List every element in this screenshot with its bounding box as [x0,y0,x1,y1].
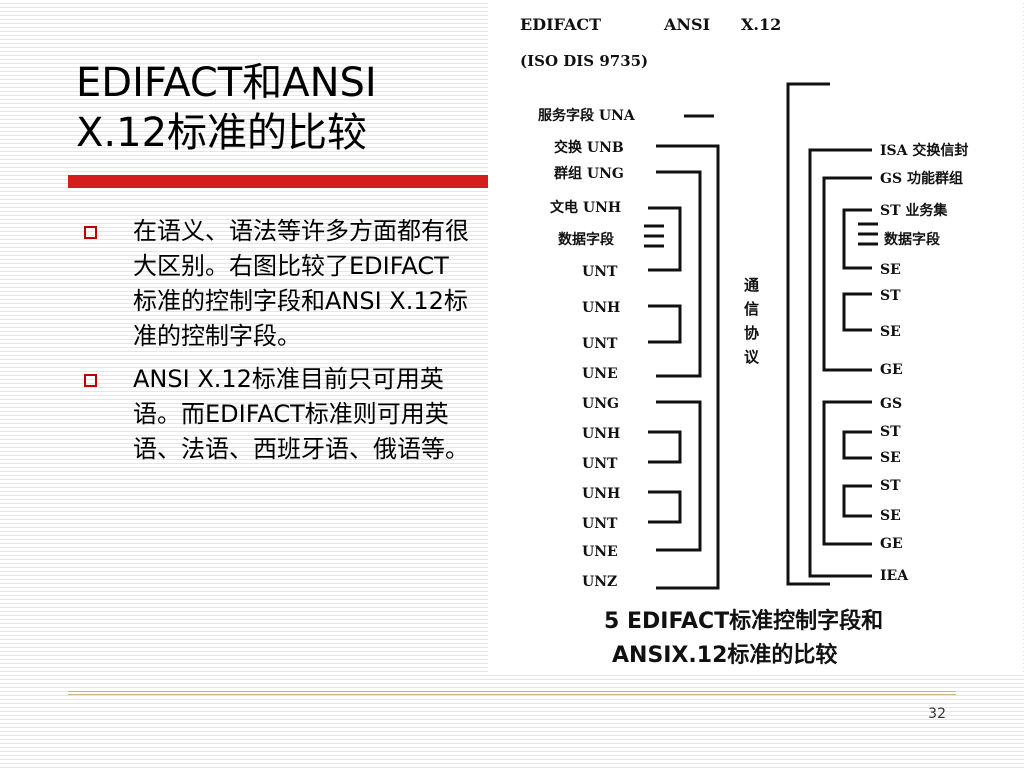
left-label: 数据字段 [558,231,614,248]
right-label: ST [880,288,901,304]
right-label: GS 功能群组 [880,170,963,187]
left-label: UNZ [582,574,617,590]
page-number: 32 [928,706,946,722]
slide-title: EDIFACT和ANSI X.12标准的比较 [76,58,476,158]
protocol-char: 议 [744,348,760,366]
right-label: ISA 交换信封 [880,142,968,159]
protocol-bracket [786,82,830,586]
bullet-list: 在语义、语法等许多方面都有很大区别。右图比较了EDIFACT标准的控制字段和AN… [80,214,470,475]
message-bracket [648,490,682,524]
left-label: UNT [582,456,618,472]
protocol-label: 通 信 协 议 [744,276,760,366]
left-label: UNG [582,396,619,412]
right-label: GE [880,362,903,378]
left-label: UNH [582,486,620,502]
left-label: 服务字段 UNA [538,107,636,124]
edifact-nesting-brackets [644,114,720,590]
ansi-nesting-brackets [808,148,878,578]
right-label: ST 业务集 [880,202,948,219]
protocol-char: 通 [744,276,759,294]
right-label: SE [880,450,901,466]
st-bracket [842,484,872,518]
title-line-2: X.12标准的比较 [76,110,368,156]
right-label: ST [880,424,901,440]
figure-caption-line-2: ANSIX.12标准的比较 [612,642,837,668]
right-label: GS [880,396,902,412]
message-bracket [648,430,682,464]
title-line-1: EDIFACT和ANSI [76,60,377,106]
header-ansi: ANSI [663,15,710,34]
edifact-field-labels: 服务字段 UNA 交换 UNB 群组 UNG 文电 UNH 数据字段 UNT U… [538,107,636,590]
ansi-field-labels: ISA 交换信封 GS 功能群组 ST 业务集 数据字段 SE ST SE GE… [880,142,968,584]
right-label: ST [880,478,901,494]
group-bracket [656,170,702,378]
isa-bracket [808,148,872,578]
right-label: GE [880,536,903,552]
left-label: UNT [582,264,618,280]
message-bracket [648,206,682,272]
bullet-item: ANSI X.12标准目前只可用英语。而EDIFACT标准则可用英语、法语、西班… [80,362,470,467]
left-label: 群组 UNG [553,165,624,182]
right-label: SE [880,508,901,524]
group-bracket [656,400,702,552]
right-label: SE [880,262,901,278]
right-label: SE [880,324,901,340]
left-label: UNT [582,516,618,532]
left-label: UNH [582,300,620,316]
comparison-figure: EDIFACT ANSI X.12 (ISO DIS 9735) 服务字段 UN… [488,0,1023,672]
st-bracket [842,292,872,332]
bullet-text: 在语义、语法等许多方面都有很大区别。右图比较了EDIFACT标准的控制字段和AN… [133,217,469,350]
gs-bracket [822,400,872,546]
figure-caption-line-1: 5 EDIFACT标准控制字段和 [604,608,883,634]
right-label: 数据字段 [884,231,940,248]
footer-divider [68,691,956,695]
left-label: UNH [582,426,620,442]
left-label: 交换 UNB [554,139,624,156]
left-label: UNE [582,366,618,382]
header-x12: X.12 [741,15,781,34]
left-label: UNT [582,336,618,352]
left-label: UNE [582,544,618,560]
header-edifact: EDIFACT [520,15,601,34]
square-bullet-icon [84,226,97,239]
st-bracket [842,430,872,460]
message-bracket [648,304,682,344]
interchange-bracket [656,144,720,590]
title-underline-bar [68,175,490,188]
gs-bracket [822,176,872,372]
comparison-diagram: EDIFACT ANSI X.12 (ISO DIS 9735) 服务字段 UN… [520,15,968,668]
st-bracket [842,208,872,270]
square-bullet-icon [84,374,97,387]
right-label: IEA [880,568,909,584]
protocol-char: 信 [744,300,759,318]
protocol-char: 协 [744,324,759,342]
bullet-item: 在语义、语法等许多方面都有很大区别。右图比较了EDIFACT标准的控制字段和AN… [80,214,470,354]
left-label: 文电 UNH [550,199,621,216]
bullet-text: ANSI X.12标准目前只可用英语。而EDIFACT标准则可用英语、法语、西班… [133,365,469,463]
header-iso: (ISO DIS 9735) [520,52,648,70]
